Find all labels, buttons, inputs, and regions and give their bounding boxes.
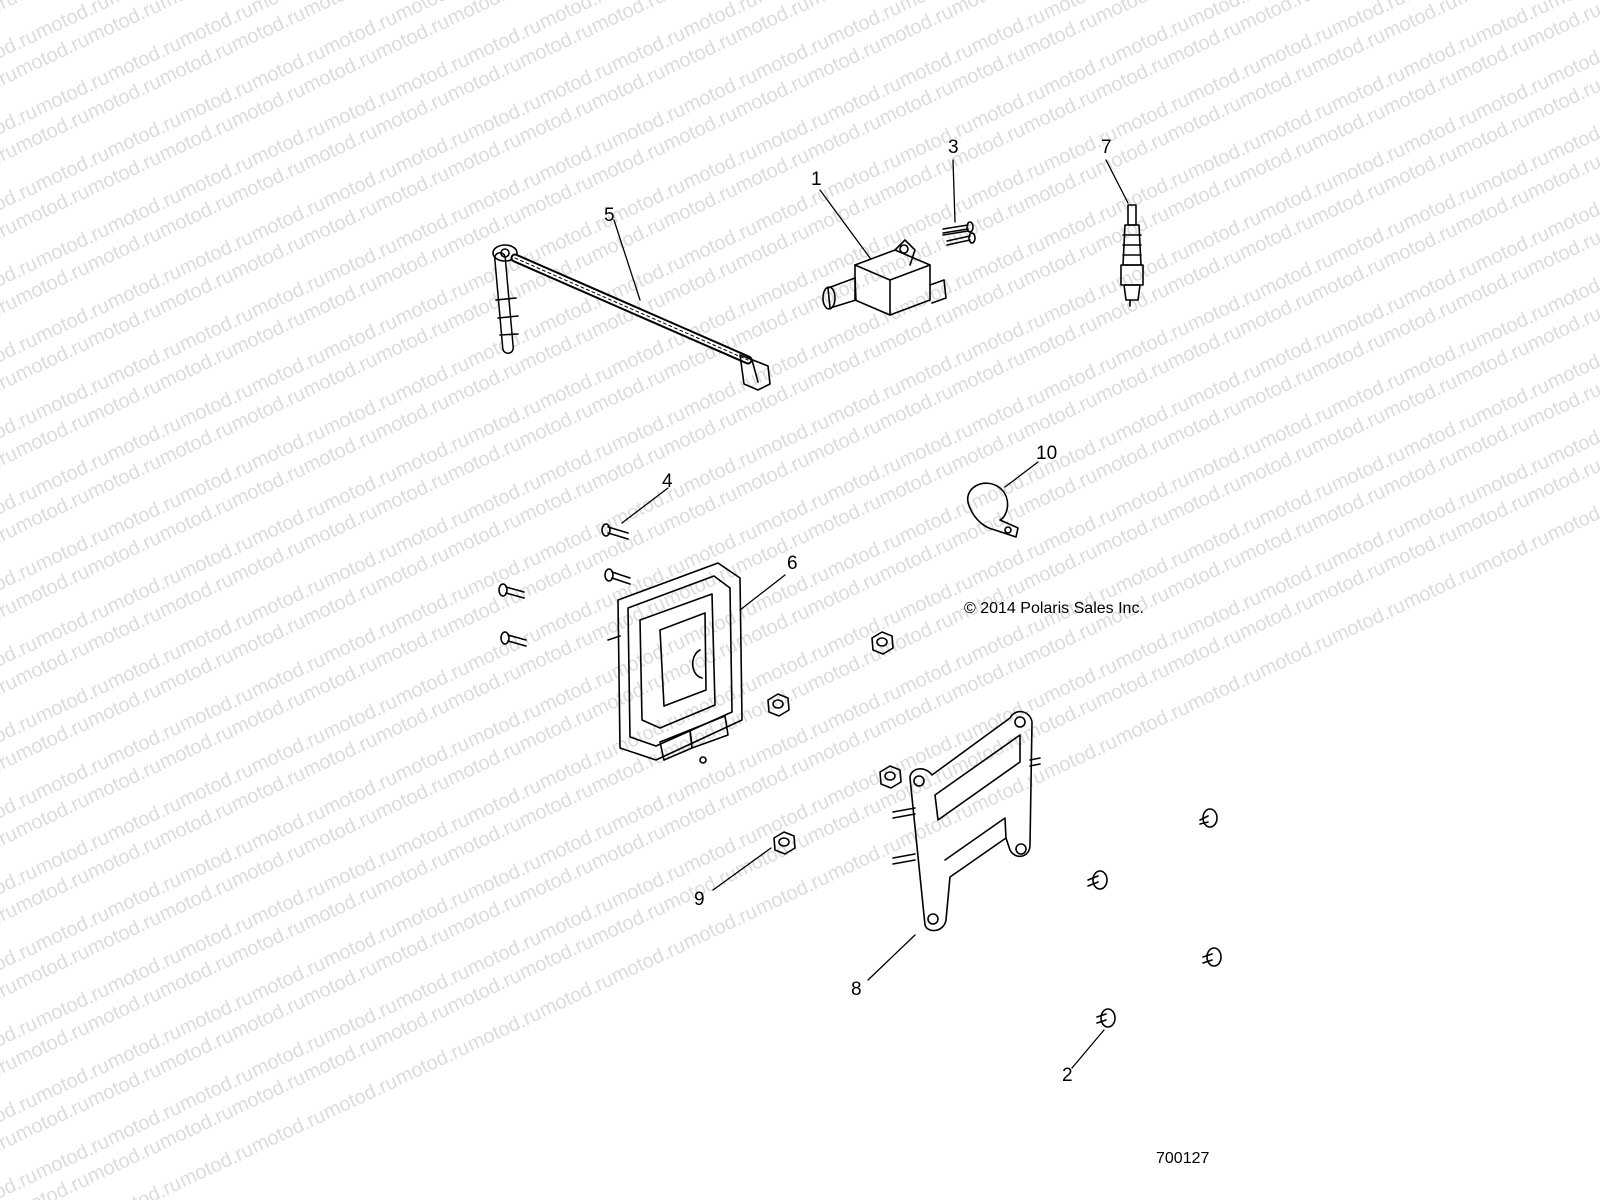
callout-2: 2 [1062, 1065, 1073, 1086]
callout-1: 1 [811, 169, 822, 190]
ecu-bolts [498, 523, 631, 647]
callout-7: 7 [1101, 137, 1112, 158]
mounting-bracket [892, 710, 1041, 932]
spark-plug [1120, 204, 1144, 307]
callout-10: 10 [1036, 443, 1058, 464]
ignition-coil [822, 239, 947, 316]
callout-3: 3 [948, 137, 959, 158]
spark-plug-wire [492, 244, 771, 391]
copyright-notice: © 2014 Polaris Sales Inc. [964, 600, 1144, 617]
callout-8: 8 [851, 979, 862, 1000]
callout-6: 6 [787, 553, 798, 574]
p-clamp [967, 482, 1019, 538]
bracket-screws [1087, 808, 1222, 1028]
callout-4: 4 [662, 471, 673, 492]
nuts [767, 631, 902, 855]
coil-screws [942, 221, 976, 246]
figure-number: 700127 [1156, 1150, 1210, 1167]
ecu-module [607, 562, 743, 764]
leader-lines [613, 159, 1129, 1069]
callout-9: 9 [694, 889, 705, 910]
callout-5: 5 [604, 205, 615, 226]
